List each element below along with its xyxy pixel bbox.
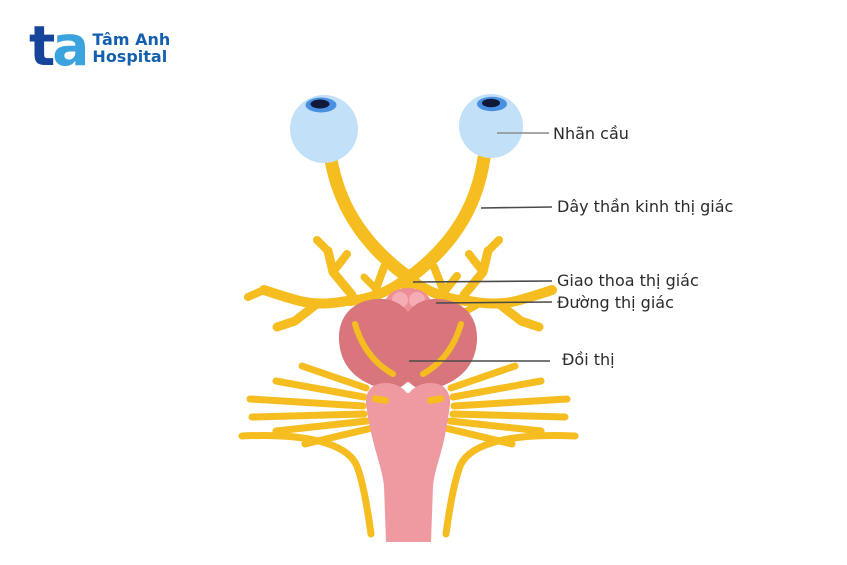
label-optic-tract: Đường thị giác [557,293,674,312]
optic-nerve-right [403,151,491,284]
logo-letter-a: a [52,14,89,78]
leader-line-chiasm [412,280,553,283]
flank-line-right [442,432,579,538]
eyeball-left [290,95,358,163]
brainstem [365,383,451,542]
logo-letter-t: t [29,14,55,78]
brainstem-bar-left [371,395,389,404]
branch-tree-right [407,236,557,332]
pupil-right [482,98,500,108]
optic-chiasm-junction [398,271,418,291]
label-eyeball: Nhãn cầu [553,124,629,143]
flank-line-left [238,432,375,538]
pupil-left [310,99,330,109]
optic-nerve-left [324,153,415,284]
logo-wordmark: Tâm Anh Hospital [92,31,170,65]
fan-rays-right [441,362,571,448]
leader-line-tract [435,301,553,304]
thalamus [338,298,478,390]
thalamus-fiber-left [352,321,396,377]
leader-line-optic-nerve [480,206,553,209]
branch-tree-left [244,236,409,332]
thalamus-fiber-right [420,321,464,377]
logo-hospital-subtitle: Hospital [92,47,168,66]
label-optic-chiasm: Giao thoa thị giác [557,271,699,290]
hospital-logo: ta Tâm Anh Hospital [29,19,170,74]
label-thalamus: Đồi thị [562,350,615,369]
logo-hospital-name: Tâm Anh [92,30,171,49]
eyeball-right [459,94,523,158]
label-optic-nerve: Dây thần kinh thị giác [557,197,734,216]
leader-lines [409,132,553,362]
fan-rays-left [246,362,376,448]
logo-ta-monogram: ta [29,19,89,74]
brainstem-bar-right [427,395,445,404]
